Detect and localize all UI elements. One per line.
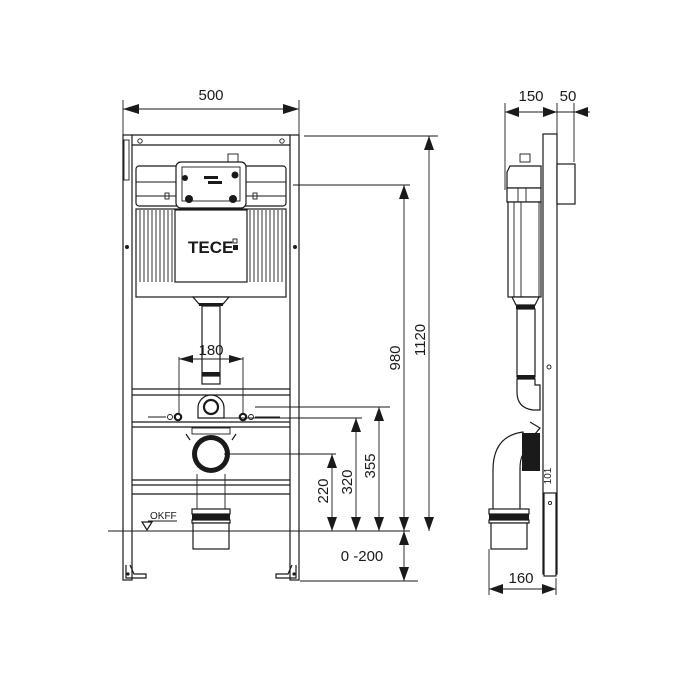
side-frame: 101 — [542, 133, 576, 577]
frame — [122, 134, 300, 581]
side-outlet-bend — [488, 421, 541, 550]
side-cistern — [506, 153, 542, 298]
dim-label-50: 50 — [560, 88, 577, 105]
dimension-1120: 1120 — [412, 136, 434, 531]
dim-label-0-200: 0 -200 — [341, 548, 384, 565]
dimension-150-50: 150 50 — [504, 88, 590, 190]
dim-label-1120: 1120 — [412, 324, 429, 356]
tank-ribs-right — [249, 210, 283, 282]
dim-label-180: 180 — [198, 342, 223, 359]
dimension-500: 500 — [122, 87, 300, 135]
dimension-180: 180 — [178, 342, 244, 414]
dim-label-355: 355 — [362, 453, 379, 478]
dim-label-320: 320 — [339, 469, 356, 494]
tank-ribs-left — [139, 210, 173, 282]
dimension-355: 355 — [362, 407, 384, 531]
side-flush-pipe — [511, 296, 541, 411]
dim-label-160: 160 — [508, 570, 533, 587]
svg-text:101: 101 — [543, 467, 554, 484]
brand-logo: TECE — [188, 238, 233, 257]
vertical-dimensions: 1120 980 355 320 220 — [224, 135, 438, 582]
drain-connection — [185, 427, 237, 473]
dimension-160: 160 — [488, 549, 557, 595]
lower-crossbar — [132, 474, 290, 509]
dimension-980: 980 — [387, 185, 409, 531]
floor-marker: OKFF — [108, 511, 410, 532]
front-view: 500 — [108, 87, 410, 581]
dimension-320: 320 — [339, 418, 361, 531]
okff-label: OKFF — [150, 511, 177, 522]
dim-label-500: 500 — [198, 87, 223, 104]
dimension-220: 220 — [315, 454, 337, 531]
outlet-pipe — [191, 508, 231, 550]
crossbar — [132, 388, 290, 428]
flush-pipe — [191, 296, 231, 385]
side-view: 150 50 101 — [488, 88, 590, 595]
dim-label-980: 980 — [387, 345, 404, 370]
dim-label-150: 150 — [518, 88, 543, 105]
cistern: TECE — [135, 153, 287, 298]
dim-label-220: 220 — [315, 478, 332, 503]
dimension-0-200: 0 -200 — [341, 531, 409, 581]
